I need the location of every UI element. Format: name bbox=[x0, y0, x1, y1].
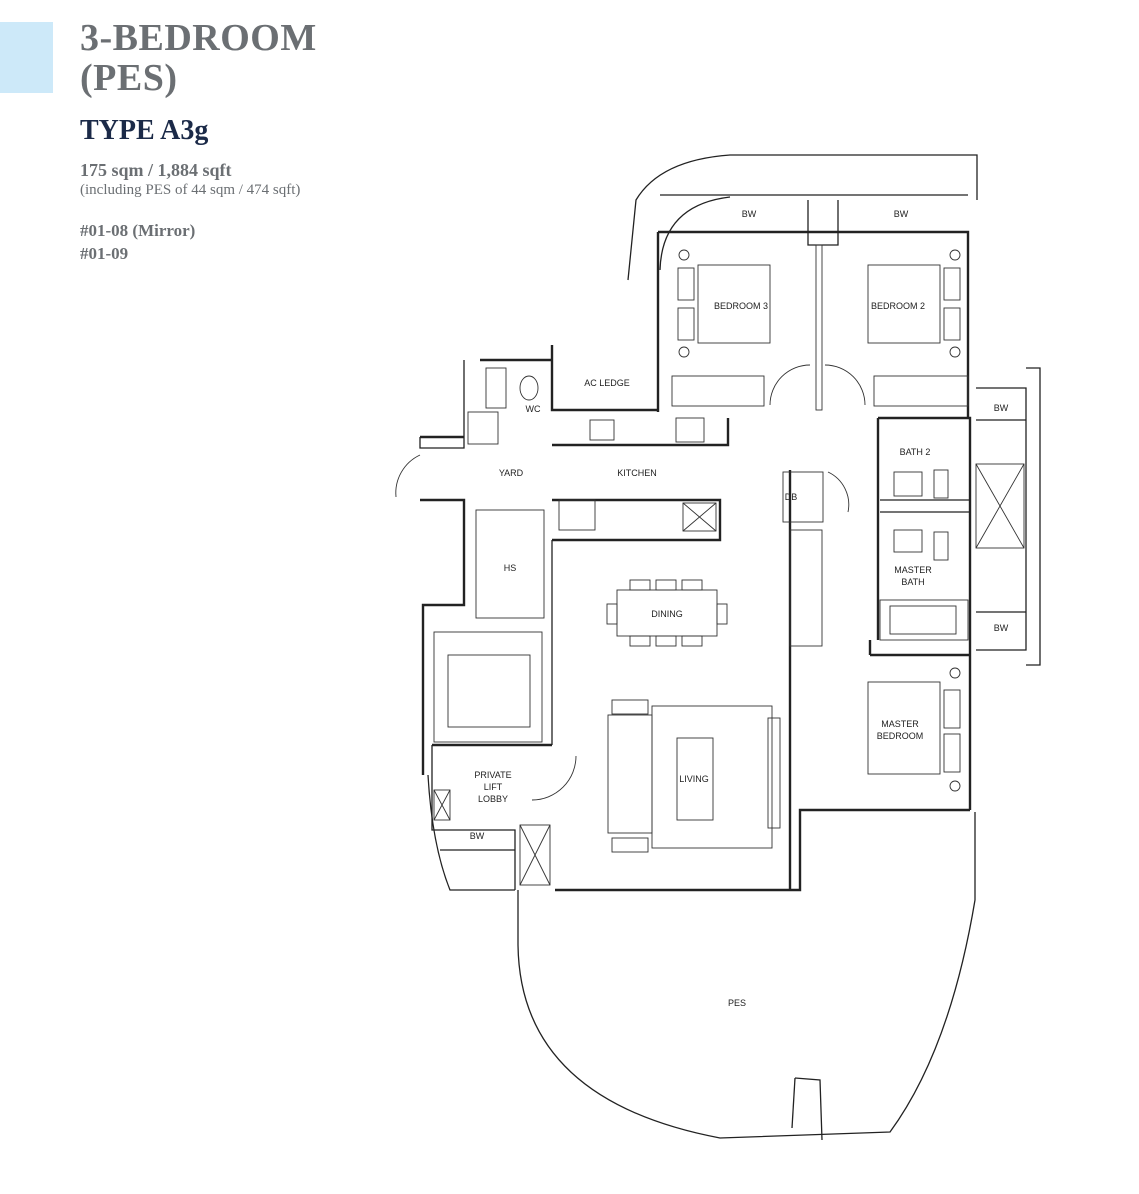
unit-list: #01-08 (Mirror) #01-09 bbox=[80, 219, 195, 265]
lift-lobby-label: LOBBY bbox=[478, 794, 508, 804]
dining-label: DINING bbox=[651, 609, 683, 619]
outer-walls bbox=[419, 154, 1041, 892]
page-title: 3-BEDROOM (PES) bbox=[80, 18, 317, 98]
area-size: 175 sqm / 1,884 sqft bbox=[80, 160, 232, 180]
title-line-1: 3-BEDROOM bbox=[80, 17, 317, 59]
db-label: DB bbox=[785, 492, 798, 502]
master-bedroom-label: MASTER bbox=[881, 719, 919, 729]
master-bath-label: BATH bbox=[901, 577, 924, 587]
unit-item: #01-09 bbox=[80, 244, 129, 263]
area-note: (including PES of 44 sqm / 474 sqft) bbox=[80, 182, 301, 198]
pes-outline bbox=[517, 812, 976, 1141]
bw-label: BW bbox=[470, 831, 485, 841]
fixtures bbox=[395, 244, 1025, 886]
kitchen-label: KITCHEN bbox=[617, 468, 657, 478]
bw-label: BW bbox=[742, 209, 757, 219]
area-info: 175 sqm / 1,884 sqft (including PES of 4… bbox=[80, 159, 300, 199]
room-labels: BW BW BEDROOM 3 BEDROOM 2 AC LEDGE WC BW… bbox=[470, 209, 1009, 1008]
bw-label: BW bbox=[994, 623, 1009, 633]
unit-item: #01-08 (Mirror) bbox=[80, 221, 196, 240]
unit-type: TYPE A3g bbox=[80, 115, 209, 146]
master-bedroom-label: BEDROOM bbox=[877, 731, 924, 741]
lift-lobby-label: PRIVATE bbox=[474, 770, 511, 780]
title-line-2: (PES) bbox=[80, 57, 178, 99]
accent-block bbox=[0, 22, 53, 93]
wc-label: WC bbox=[526, 404, 541, 414]
bath-2-label: BATH 2 bbox=[900, 447, 931, 457]
bw-label: BW bbox=[994, 403, 1009, 413]
pes-label: PES bbox=[728, 998, 746, 1008]
yard-label: YARD bbox=[499, 468, 524, 478]
lift-lobby-label: LIFT bbox=[484, 782, 503, 792]
bedroom-3-label: BEDROOM 3 bbox=[714, 301, 768, 311]
hs-label: HS bbox=[504, 563, 517, 573]
bw-label: BW bbox=[894, 209, 909, 219]
living-label: LIVING bbox=[679, 774, 709, 784]
ac-ledge-label: AC LEDGE bbox=[584, 378, 630, 388]
bedroom-2-label: BEDROOM 2 bbox=[871, 301, 925, 311]
master-bath-label: MASTER bbox=[894, 565, 932, 575]
